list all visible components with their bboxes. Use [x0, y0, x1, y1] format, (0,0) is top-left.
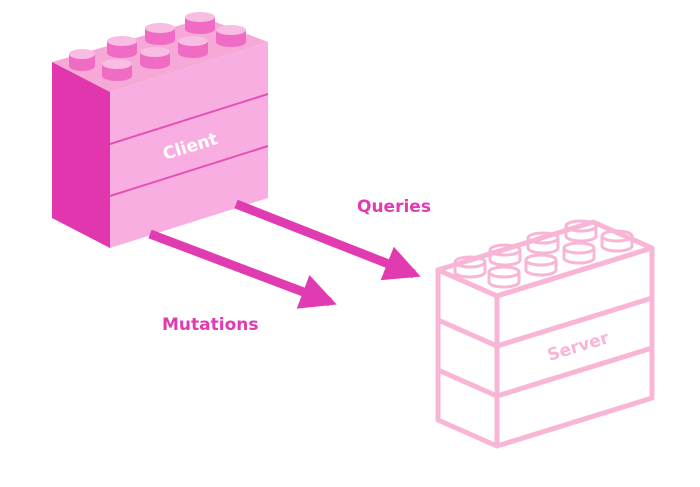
server-division-line — [436, 367, 499, 399]
stud — [216, 25, 246, 47]
server-division-line — [436, 317, 499, 349]
arrows — [148, 199, 421, 309]
client-studs — [69, 12, 246, 81]
server-studs — [453, 219, 634, 289]
stud — [487, 265, 521, 289]
stud — [140, 47, 170, 69]
queries-arrow — [234, 199, 421, 281]
server-block — [435, 219, 655, 449]
stud — [102, 59, 132, 81]
server-division-line — [496, 295, 653, 349]
stud — [453, 255, 487, 279]
stud — [488, 243, 522, 267]
stud — [69, 49, 95, 71]
mutations-arrow — [148, 229, 337, 309]
stud — [600, 229, 634, 253]
stud — [564, 219, 598, 243]
stud — [524, 253, 558, 277]
stud — [185, 12, 215, 34]
client-front-face — [110, 42, 268, 248]
queries-label: Queries — [357, 197, 431, 217]
client-division-line — [109, 93, 269, 145]
stud — [562, 241, 596, 265]
stud — [145, 23, 175, 45]
server-side-face — [435, 267, 500, 449]
server-division-line — [496, 345, 653, 399]
stud — [107, 36, 137, 58]
mutations-label: Mutations — [162, 315, 258, 335]
client-side-face — [52, 62, 110, 248]
stud — [526, 231, 560, 255]
client-block: Client — [52, 12, 269, 248]
stud — [178, 36, 208, 58]
client-division-line — [109, 145, 269, 197]
